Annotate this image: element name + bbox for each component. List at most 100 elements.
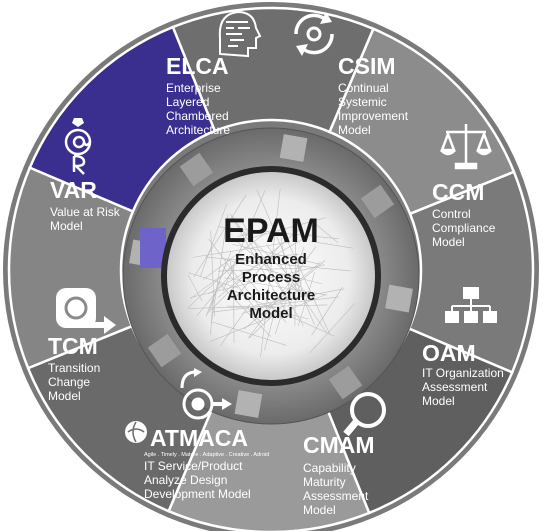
network-line bbox=[280, 237, 291, 299]
network-line bbox=[226, 305, 277, 308]
network-line bbox=[190, 264, 325, 298]
network-line bbox=[234, 254, 299, 260]
network-line bbox=[229, 213, 290, 317]
center-subtitle-line-4: Model bbox=[249, 305, 292, 322]
network-line bbox=[224, 259, 322, 285]
segment-desc-line: Value at Risk bbox=[50, 205, 121, 219]
segment-desc-line: IT Service/Product bbox=[144, 459, 243, 473]
puzzle-tab bbox=[279, 134, 308, 162]
network-line bbox=[256, 189, 315, 325]
network-line bbox=[232, 243, 320, 265]
network-line bbox=[208, 238, 265, 314]
scales-icon bbox=[440, 124, 492, 170]
gear-arrow-icon bbox=[180, 368, 232, 420]
segment-desc-line: Model bbox=[432, 235, 465, 249]
segment-desc-line: Transition bbox=[48, 361, 100, 375]
center-title: EPAM bbox=[223, 212, 319, 250]
network-line bbox=[232, 289, 335, 337]
segment-desc-line: Model bbox=[422, 394, 455, 408]
network-line bbox=[216, 280, 271, 337]
network-line bbox=[189, 263, 237, 300]
center-subtitle-line-1: Enhanced bbox=[235, 251, 307, 268]
puzzle-tab bbox=[179, 152, 214, 187]
segment-desc-line: Assessment bbox=[422, 380, 488, 394]
network-line bbox=[248, 305, 284, 339]
network-line bbox=[208, 233, 312, 294]
segment-var-label[interactable]: VAR Value at Risk Model bbox=[50, 177, 121, 233]
center-subtitle-line-3: Architecture bbox=[227, 287, 315, 304]
network-line bbox=[210, 299, 214, 335]
segment-title: CMAM bbox=[303, 432, 375, 458]
network-line bbox=[220, 303, 251, 346]
network-line bbox=[187, 274, 203, 302]
network-line bbox=[246, 307, 264, 325]
network-line bbox=[254, 288, 345, 306]
cycle-gear-icon bbox=[294, 12, 334, 56]
network-line bbox=[192, 241, 290, 258]
segment-desc-line: Systemic bbox=[338, 95, 387, 109]
network-line bbox=[210, 214, 229, 325]
network-line bbox=[203, 232, 267, 280]
segment-desc-line: Compliance bbox=[432, 221, 496, 235]
network-line bbox=[232, 216, 294, 310]
atmaca-globe-icon bbox=[125, 421, 147, 443]
network-line bbox=[239, 270, 287, 323]
head-maze-icon bbox=[218, 10, 262, 58]
segment-desc-line: Enterprise bbox=[166, 81, 221, 95]
segment-tagline: Agile . Timely . Mature . Adaptive . Cre… bbox=[144, 452, 269, 458]
puzzle-tab bbox=[234, 390, 263, 418]
segment-csim-label[interactable]: CSIM Continual Systemic Improvement Mode… bbox=[338, 53, 409, 137]
network-line bbox=[222, 190, 266, 292]
network-line bbox=[209, 261, 227, 311]
segment-title: CCM bbox=[432, 179, 484, 205]
segment-title: TCM bbox=[48, 333, 98, 359]
network-line bbox=[188, 272, 239, 289]
network-line bbox=[266, 244, 328, 335]
network-line bbox=[205, 279, 241, 315]
segment-desc-line: Model bbox=[303, 503, 336, 517]
segment-desc-line: Model bbox=[338, 123, 371, 137]
segment-title: ATMACA bbox=[150, 425, 248, 451]
network-line bbox=[314, 223, 339, 244]
segment-elca-label[interactable]: ELCA Enterprise Layered Chambered Archit… bbox=[166, 53, 230, 137]
puzzle-tab bbox=[360, 184, 395, 219]
segment-desc-line: Control bbox=[432, 207, 471, 221]
center-subtitle-line-2: Process bbox=[242, 269, 300, 286]
segment-desc-line: IT Organization bbox=[422, 366, 504, 380]
network-line bbox=[224, 277, 328, 296]
segment-title: ELCA bbox=[166, 53, 229, 79]
network-line bbox=[260, 188, 281, 357]
segment-desc-line: Improvement bbox=[338, 109, 409, 123]
network-line bbox=[311, 286, 343, 336]
segment-desc-line: Chambered bbox=[166, 109, 229, 123]
network-line bbox=[237, 230, 262, 237]
network-line bbox=[200, 204, 227, 277]
network-line bbox=[193, 194, 247, 278]
segment-title: VAR bbox=[50, 177, 97, 203]
network-line bbox=[212, 321, 287, 346]
network-line bbox=[221, 264, 264, 320]
segment-cmam-label[interactable]: CMAM Capability Maturity Assessment Mode… bbox=[303, 432, 375, 517]
segment-tcm-label[interactable]: TCM Transition Change Model bbox=[48, 333, 100, 403]
transition-arrow-icon bbox=[56, 288, 116, 334]
segment-atmaca-label[interactable]: ATMACA Agile . Timely . Mature . Adaptiv… bbox=[144, 425, 269, 501]
network-line bbox=[247, 217, 326, 240]
org-chart-icon bbox=[445, 287, 497, 323]
network-line bbox=[210, 230, 215, 317]
segment-oam-label[interactable]: OAM IT Organization Assessment Model bbox=[422, 340, 504, 408]
segment-desc-line: Model bbox=[50, 219, 83, 233]
center-network-graphic bbox=[187, 188, 356, 357]
network-line bbox=[187, 257, 241, 309]
segment-desc-line: Development Model bbox=[144, 487, 251, 501]
network-line bbox=[311, 241, 354, 249]
network-line bbox=[309, 303, 356, 354]
segment-ccm-label[interactable]: CCM Control Compliance Model bbox=[432, 179, 496, 249]
network-line bbox=[210, 294, 327, 342]
segment-desc-line: Model bbox=[48, 389, 81, 403]
network-line bbox=[212, 296, 339, 313]
segment-desc-line: Assessment bbox=[303, 489, 369, 503]
segment-desc-line: Capability bbox=[303, 461, 356, 475]
network-line bbox=[287, 283, 302, 307]
network-line bbox=[294, 231, 296, 326]
